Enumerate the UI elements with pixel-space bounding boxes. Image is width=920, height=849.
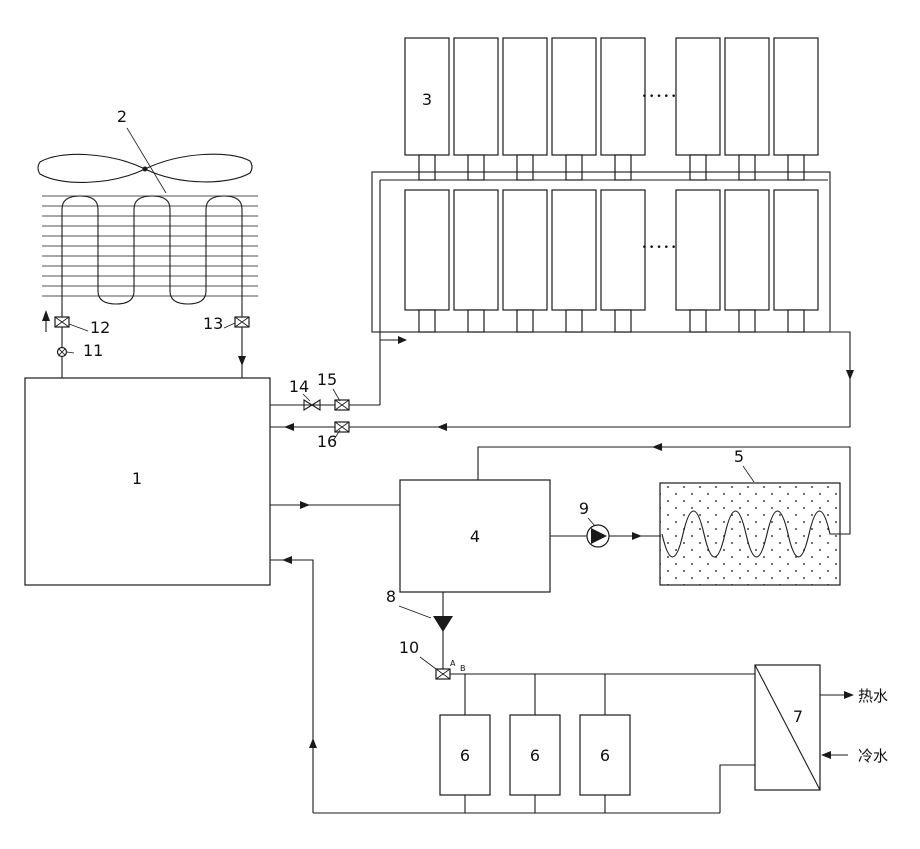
panel	[551, 37, 597, 156]
flow-arrow-left-cold	[821, 751, 831, 759]
panel-stub	[689, 309, 707, 333]
label-cold-water: 冷水	[858, 747, 888, 765]
panel-stub	[565, 309, 583, 333]
panel	[453, 189, 499, 311]
label-valve12: 12	[90, 318, 110, 337]
label-hot-water: 热水	[858, 687, 888, 705]
panel	[453, 37, 499, 156]
exchanger-7-box	[754, 664, 821, 791]
flow-arrow-right-hot	[844, 691, 854, 699]
panel	[724, 189, 770, 311]
flow-arrow-up-riser	[309, 738, 317, 748]
panel	[404, 189, 450, 311]
valve-16-icon	[334, 421, 350, 433]
panel-stub	[467, 309, 485, 333]
panel-stub	[787, 309, 805, 333]
flow-arrow-down-coil	[238, 356, 246, 366]
panel	[502, 37, 548, 156]
label-valve11: 11	[83, 341, 103, 360]
valve-11-icon	[56, 346, 68, 358]
flow-arrow-right-to-tank4	[300, 501, 310, 509]
panel-stub	[565, 154, 583, 181]
panel-stub	[614, 154, 632, 181]
valve-14-icon	[303, 399, 321, 411]
label-unit6-a: 6	[460, 746, 470, 765]
flow-arrow-down-return	[846, 370, 854, 380]
coil-serpentine-tube	[61, 195, 243, 317]
panel	[600, 37, 646, 156]
flow-arrow-left-storage-return	[652, 443, 662, 451]
panel-stub	[516, 309, 534, 333]
panel	[724, 37, 770, 156]
pipe-storage5-to-tank4	[477, 446, 851, 535]
label-fan2: 2	[117, 107, 127, 126]
panel	[675, 189, 721, 311]
label-unit6-b: 6	[530, 746, 540, 765]
panel-bank-upper	[404, 37, 819, 181]
label-valve15: 15	[317, 370, 337, 389]
flow-arrow-up-coil	[42, 310, 50, 332]
panel-bank-lower	[404, 189, 819, 333]
ellipsis-lower: •••••	[642, 243, 679, 253]
unit-6-box	[439, 714, 491, 796]
panel	[675, 37, 721, 156]
label-port-b: B	[460, 664, 466, 673]
storage-5-coil-wave	[661, 510, 840, 558]
flow-arrow-left-into-unit1	[282, 556, 292, 564]
panel-stub	[467, 154, 485, 181]
panel-stub	[614, 309, 632, 333]
panel-stub	[738, 154, 756, 181]
flow-arrow-right-after-pump9	[632, 532, 642, 540]
unit-6-box	[509, 714, 561, 796]
valve-15-icon	[334, 399, 350, 411]
label-exchanger7: 7	[793, 707, 803, 726]
panel	[551, 189, 597, 311]
panel	[773, 189, 819, 311]
label-valve16: 16	[317, 432, 337, 451]
label-port-a: A	[450, 659, 456, 668]
unit-6-box	[579, 714, 631, 796]
label-storage5: 5	[734, 447, 744, 466]
panel	[600, 189, 646, 311]
label-pump8: 8	[386, 587, 396, 606]
pipe-to-exchanger7-bottom	[719, 764, 755, 813]
panel-stub	[516, 154, 534, 181]
pump-8-icon	[433, 616, 453, 632]
valve-12-icon	[54, 316, 70, 328]
label-valve13: 13	[203, 314, 223, 333]
valve-13-icon	[234, 316, 250, 328]
label-valve14: 14	[289, 377, 309, 396]
panel-stub	[689, 154, 707, 181]
panel-bank-lower-enclosure	[371, 171, 831, 333]
panel	[502, 189, 548, 311]
label-panels3: 3	[422, 90, 432, 109]
panel-stub	[418, 309, 436, 333]
storage-5-box	[659, 482, 841, 586]
hot-water-out	[820, 691, 854, 699]
panel-stub	[418, 154, 436, 181]
tank-4-box	[399, 479, 551, 593]
flow-arrow-left-return-in	[284, 423, 294, 431]
panel-stub	[787, 154, 805, 181]
valve-10-icon	[435, 668, 451, 680]
panel-stub	[738, 309, 756, 333]
leader-lines	[66, 127, 755, 670]
pump-9-icon	[586, 524, 610, 548]
ellipsis-upper: •••••	[642, 92, 679, 102]
coil-fins	[42, 195, 258, 297]
label-unit1: 1	[132, 469, 142, 488]
flow-arrow-left-return-mid	[437, 423, 447, 431]
label-pump9: 9	[579, 499, 589, 518]
panel	[773, 37, 819, 156]
fan-icon	[37, 153, 253, 184]
label-unit6-c: 6	[600, 746, 610, 765]
cold-water-in	[821, 751, 848, 759]
flow-arrow-right-manifold	[380, 336, 407, 344]
unit-1-box	[24, 377, 271, 586]
fan-coil-units	[439, 674, 631, 813]
label-valve10: 10	[399, 638, 419, 657]
label-tank4: 4	[470, 527, 480, 546]
panel	[404, 37, 450, 156]
